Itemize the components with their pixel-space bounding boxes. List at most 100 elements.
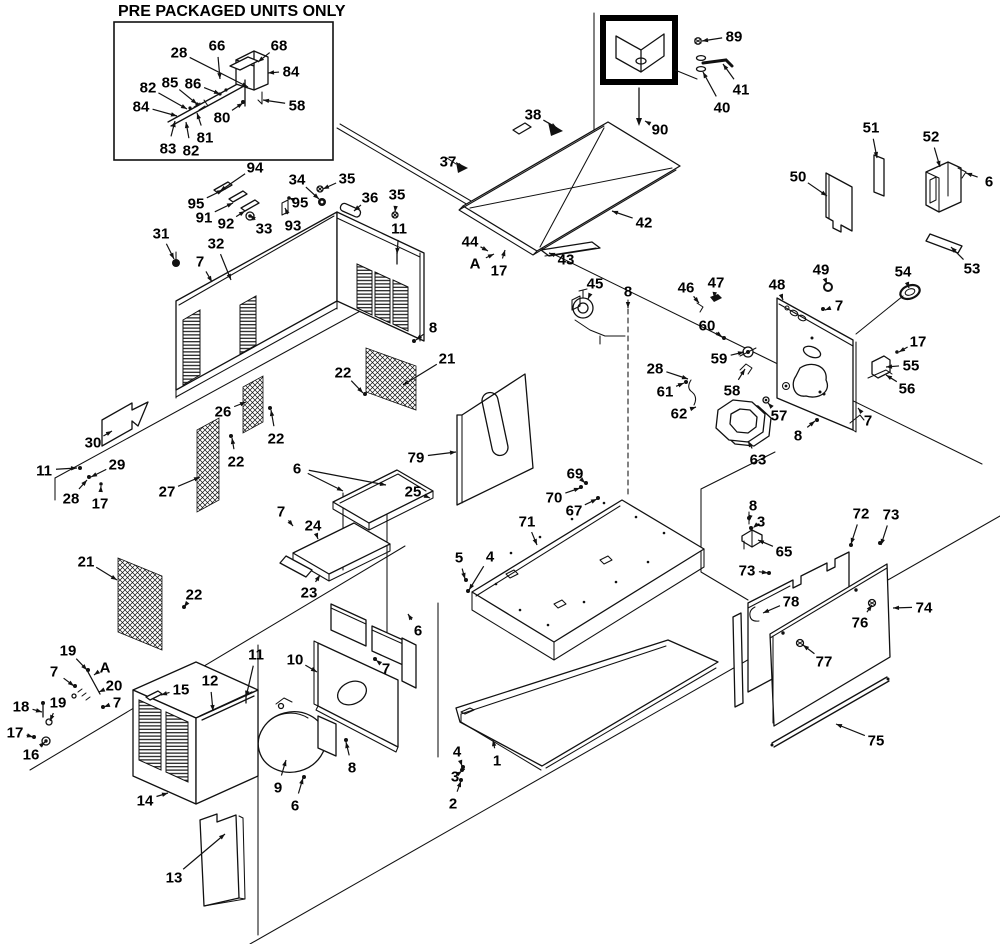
airflow-arrow-30 <box>101 401 149 447</box>
mesh-21 <box>117 557 163 651</box>
part-label-28: 28 <box>171 45 188 62</box>
leader-arrow <box>689 406 696 412</box>
leader-arrow <box>190 98 197 104</box>
nut-76 <box>867 598 877 608</box>
base-pan-1 <box>455 639 719 782</box>
part-label-16: 16 <box>23 747 40 764</box>
leader-arrow <box>886 364 893 369</box>
part-label-95: 95 <box>188 196 205 213</box>
leader-arrow <box>403 379 410 385</box>
bracket-panel-10 <box>302 603 417 779</box>
leader-arrow <box>310 667 317 672</box>
mesh-screens <box>117 347 417 651</box>
leader-arrow <box>836 724 843 729</box>
spring-85 <box>193 99 209 111</box>
part-label-25: 25 <box>405 484 422 501</box>
leader-arrow <box>287 519 293 526</box>
part-label-8: 8 <box>429 320 437 337</box>
part-label-53: 53 <box>964 261 981 278</box>
leader-arrow <box>395 247 400 254</box>
leader-arrow <box>808 421 815 427</box>
part-label-3: 3 <box>757 514 765 531</box>
leader-arrow <box>763 608 770 613</box>
leader-arrow <box>677 383 684 388</box>
leader-arrow <box>712 291 717 298</box>
part-label-7: 7 <box>50 664 58 681</box>
part-label-94: 94 <box>247 160 264 177</box>
part-label-12: 12 <box>202 673 219 690</box>
part-label-21: 21 <box>439 351 456 368</box>
leader-line <box>308 469 387 486</box>
part-label-70: 70 <box>546 490 563 507</box>
part-label-30: 30 <box>85 435 102 452</box>
leader-arrow <box>110 574 117 580</box>
part-label-6: 6 <box>291 798 299 815</box>
leader-arrow <box>966 172 973 178</box>
part-label-18: 18 <box>13 699 30 716</box>
part-label-5: 5 <box>455 550 463 567</box>
part-label-14: 14 <box>137 793 154 810</box>
leader-arrow <box>323 184 330 189</box>
panel-79 <box>456 373 534 506</box>
leader-arrow <box>282 760 287 767</box>
part-label-58: 58 <box>724 383 741 400</box>
leader-arrow <box>866 605 872 612</box>
leader-arrow <box>269 410 275 417</box>
part-label-95: 95 <box>292 195 309 212</box>
leader-arrow <box>81 664 87 670</box>
leader-arrow <box>161 691 168 696</box>
leader-arrow <box>35 708 42 713</box>
leader-arrow <box>218 834 225 840</box>
part-label-6: 6 <box>414 623 422 640</box>
part-label-17: 17 <box>92 496 109 513</box>
part-label-22: 22 <box>268 431 285 448</box>
leader-arrow <box>703 72 708 79</box>
part-label-48: 48 <box>769 277 786 294</box>
panels-50-54 <box>823 154 967 335</box>
part-label-34: 34 <box>289 172 306 189</box>
part-label-26: 26 <box>215 404 232 421</box>
leader-arrow <box>481 246 488 251</box>
part-label-22: 22 <box>335 365 352 382</box>
plates-group <box>279 469 434 582</box>
leader-arrow <box>893 605 900 611</box>
panel-13 <box>199 813 246 907</box>
leader-arrow <box>313 532 319 539</box>
grommet-19 <box>45 718 53 726</box>
leader-arrow <box>217 72 222 79</box>
rod-75 <box>771 676 890 748</box>
part-label-19: 19 <box>60 643 77 660</box>
leader-arrow <box>825 305 832 311</box>
leader-arrow <box>268 70 275 75</box>
part-label-28: 28 <box>63 491 80 508</box>
leader-arrow <box>91 472 98 477</box>
panel-10-hole <box>336 680 368 706</box>
part-label-82: 82 <box>183 143 200 160</box>
leader-arrow <box>588 292 593 299</box>
leader-arrow <box>210 704 215 711</box>
leader-arrow <box>886 375 893 381</box>
leader-line <box>182 833 226 870</box>
part-label-20: 20 <box>106 678 123 695</box>
part-label-40: 40 <box>714 100 731 117</box>
part-label-72: 72 <box>853 506 870 523</box>
leader-arrow <box>314 575 320 582</box>
leader-arrow <box>70 466 77 471</box>
bracket-52 <box>925 161 962 213</box>
leader-arrow <box>455 771 462 777</box>
leader-arrow <box>230 438 236 445</box>
part-label-52: 52 <box>923 129 940 146</box>
roof-panel-42 <box>446 121 681 257</box>
leader-arrow <box>81 480 87 486</box>
leader-arrow <box>702 37 709 43</box>
leader-arrow <box>737 351 744 356</box>
hardware-lower-left <box>32 668 105 746</box>
mesh-26 <box>242 375 264 434</box>
leader-arrow <box>532 538 537 545</box>
part-label-46: 46 <box>678 280 695 297</box>
mesh-27 <box>196 417 220 513</box>
clip-55 <box>871 355 891 379</box>
panel-48-group <box>571 288 899 447</box>
